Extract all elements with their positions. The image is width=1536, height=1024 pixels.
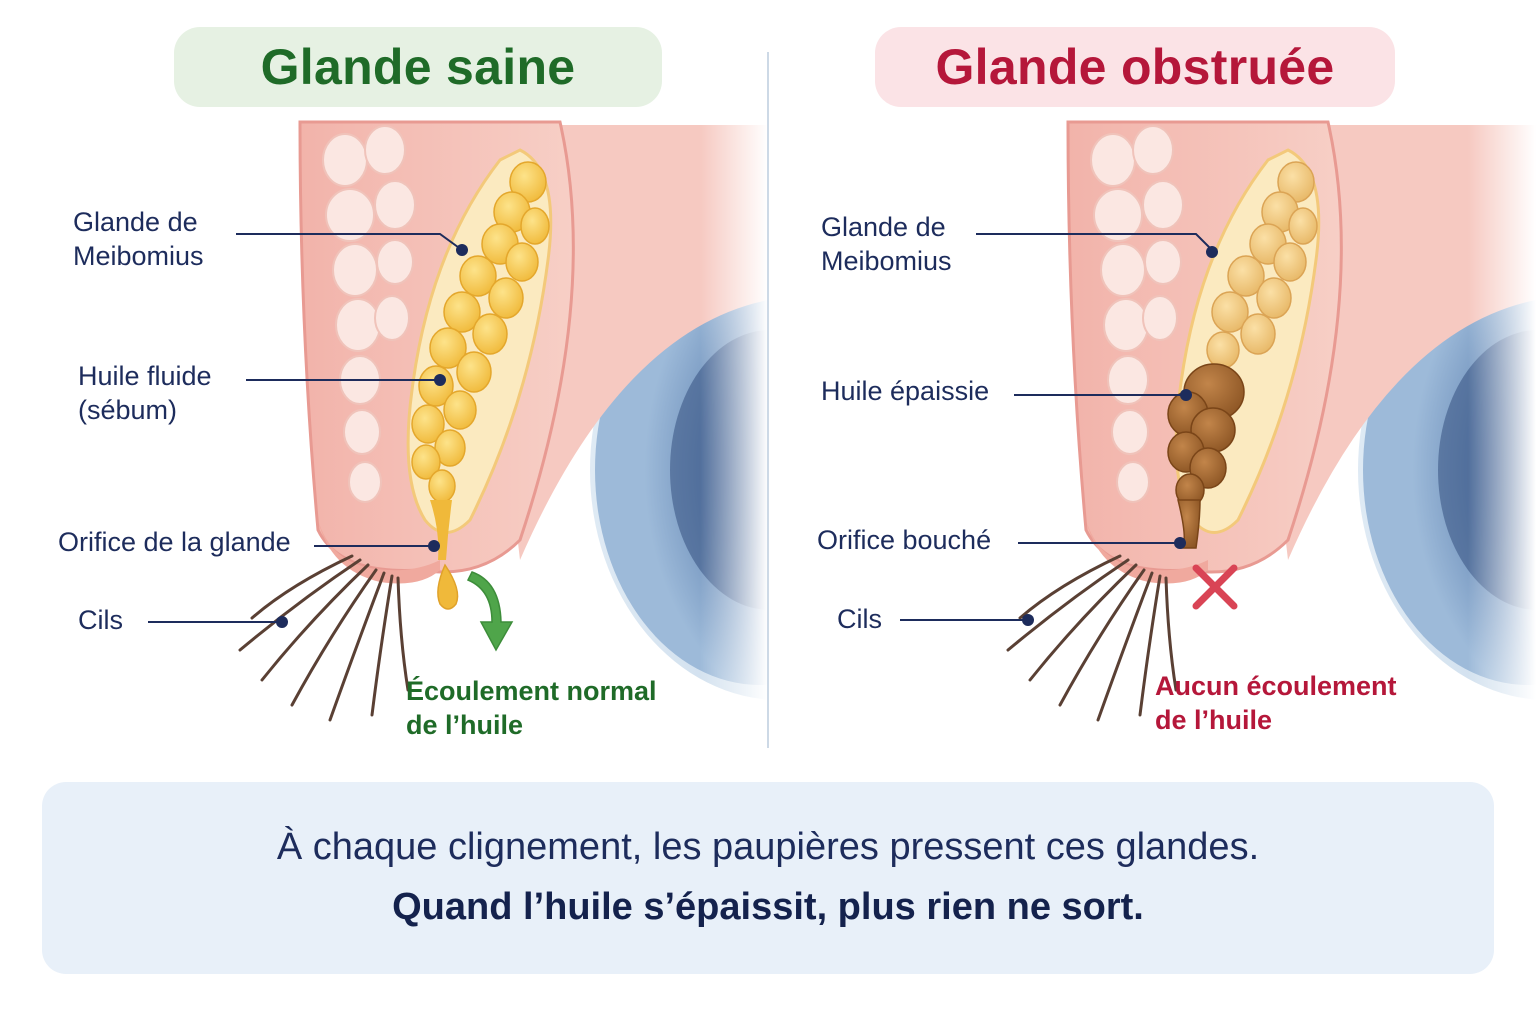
caption-line-2: Quand l’huile s’épaissit, plus rien ne s… <box>392 886 1144 928</box>
cross-icon <box>1192 564 1238 610</box>
label-meibomian-gland: Glande de Meibomius <box>73 207 204 271</box>
eyelashes-icon <box>1006 554 1178 722</box>
panel-divider <box>767 52 769 748</box>
label-lashes: Cils <box>78 605 123 635</box>
caption-line-1: À chaque clignement, les paupières press… <box>276 826 1260 868</box>
label-thickened-oil: Huile épaissie <box>821 376 990 406</box>
thickened-oil-plug <box>1167 363 1245 549</box>
label-blocked-orifice: Orifice bouché <box>817 525 992 555</box>
blocked-title: Glande obstruée <box>875 27 1395 107</box>
label-lashes: Cils <box>837 604 882 634</box>
label-gland-orifice: Orifice de la glande <box>58 527 291 557</box>
blocked-panel: Glande obstruée <box>768 0 1536 760</box>
healthy-gland-illustration <box>148 110 768 730</box>
caption-box <box>42 782 1494 974</box>
healthy-title: Glande saine <box>174 27 662 107</box>
no-flow-label: Aucun écoulement de l’huile <box>1155 671 1397 735</box>
oil-drop-icon <box>437 563 459 610</box>
meibomian-gland-lobules <box>411 161 550 503</box>
down-arrow-icon <box>466 571 514 652</box>
normal-flow-label: Écoulement normal de l’huile <box>406 676 657 740</box>
eyelashes-icon <box>238 554 410 722</box>
label-meibomian-gland: Glande de Meibomius <box>821 212 952 276</box>
label-fluid-oil: Huile fluide (sébum) <box>78 361 212 425</box>
blocked-gland-illustration <box>900 110 1536 730</box>
healthy-panel: Glande saine <box>0 0 768 760</box>
